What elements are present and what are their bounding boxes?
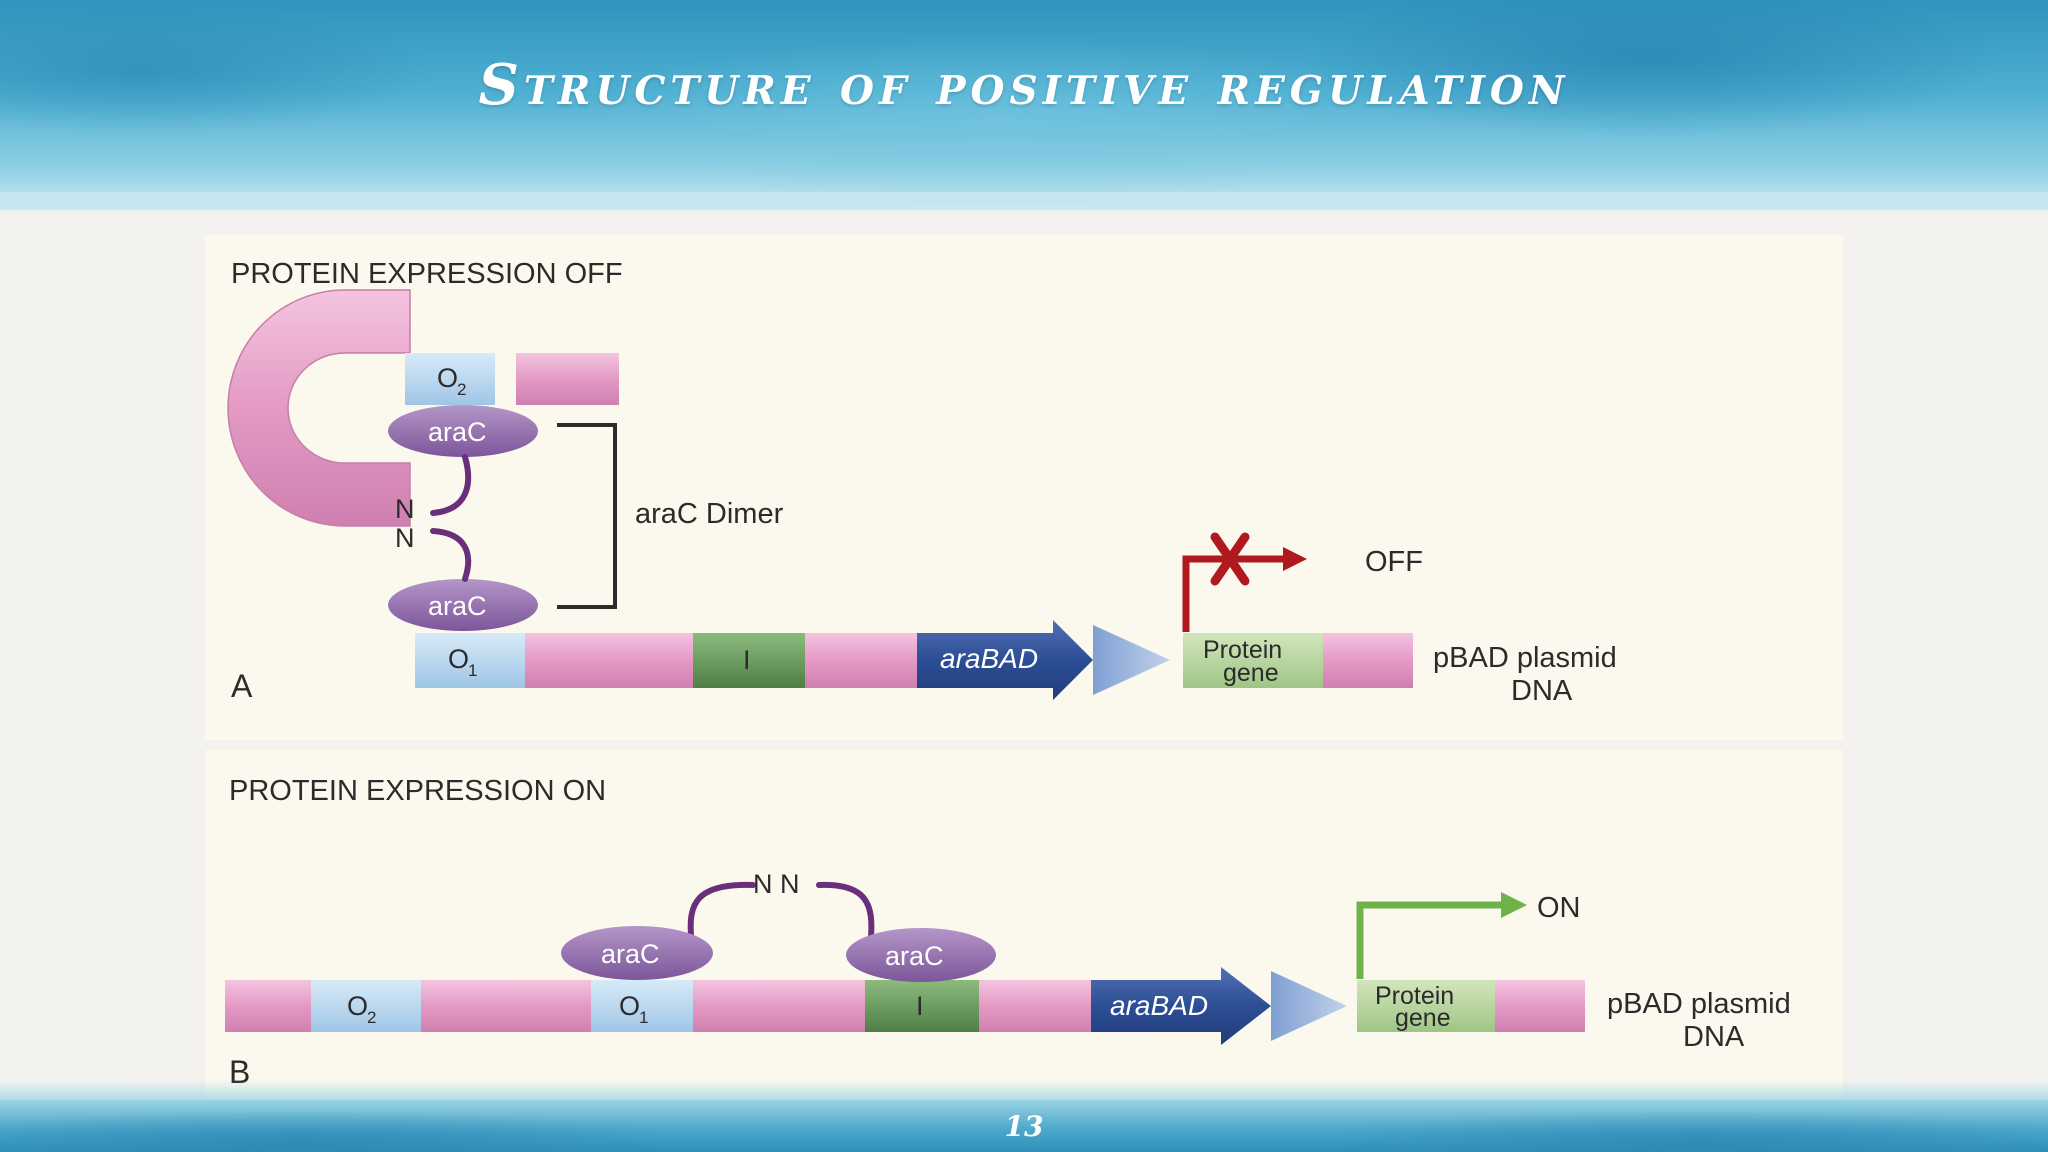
panel-b-background: [205, 750, 1843, 1100]
arabad-arrow-tip: [1271, 971, 1347, 1041]
plasmid-label-2: DNA: [1683, 1021, 1745, 1053]
operator-o2-label: O: [437, 363, 458, 393]
plasmid-label-1: pBAD plasmid: [1433, 642, 1617, 674]
footer-band: [0, 1100, 2048, 1152]
dna-segment: [805, 633, 917, 688]
dna-segment: [516, 353, 619, 405]
panel-a-heading: PROTEIN EXPRESSION OFF: [231, 258, 623, 290]
i-site-box: [865, 980, 979, 1032]
banner-edge: [0, 192, 2048, 216]
arac-bottom-label: araC: [428, 591, 487, 621]
nn-label: N N: [753, 869, 800, 899]
dimer-bracket: [557, 423, 617, 609]
linker-bottom: [430, 528, 472, 582]
arac-left: [561, 926, 713, 980]
operator-o2-sub: 2: [457, 380, 466, 399]
arabad-label: araBAD: [940, 643, 1038, 674]
regulation-figure: PROTEIN EXPRESSION OFF O 2 O 1 I araBAD …: [205, 235, 1843, 1105]
off-cross-icon: [1210, 532, 1250, 586]
linker-left: [687, 881, 756, 938]
n-terminal-bottom: N: [395, 523, 415, 553]
arac-top-label: araC: [428, 417, 487, 447]
dna-segment: [421, 980, 591, 1032]
arac-bottom: [388, 579, 538, 631]
arabad-arrow: [1091, 967, 1271, 1045]
i-site-box: [693, 633, 805, 688]
operator-o1-label: O: [448, 644, 469, 674]
title-banner: [0, 0, 2048, 210]
dna-segment: [525, 633, 693, 688]
arabad-label: araBAD: [1110, 990, 1208, 1021]
dna-segment: [1495, 980, 1585, 1032]
off-arrow-line: [1182, 555, 1287, 632]
dna-segment: [225, 980, 311, 1032]
protein-gene-label-1: Protein: [1203, 636, 1282, 664]
arac-right-label: araC: [885, 941, 944, 971]
arabad-arrow: [917, 620, 1093, 700]
operator-o2-label: O: [347, 991, 368, 1021]
on-arrow-line: [1356, 901, 1505, 979]
dimer-label: araC Dimer: [635, 498, 784, 530]
operator-o1-label: O: [619, 991, 640, 1021]
off-status-label: OFF: [1365, 546, 1423, 578]
operator-o1-sub: 1: [639, 1008, 648, 1027]
on-arrow-head: [1501, 892, 1527, 918]
linker-top: [430, 454, 472, 516]
figure-svg: PROTEIN EXPRESSION OFF O 2 O 1 I araBAD …: [205, 235, 1843, 1100]
off-arrow-head: [1283, 547, 1307, 571]
panel-b-heading: PROTEIN EXPRESSION ON: [229, 775, 606, 807]
page-number: 13: [1004, 1110, 1044, 1143]
dna-loop: [227, 289, 411, 527]
i-site-label: I: [743, 645, 751, 675]
dna-segment: [693, 980, 865, 1032]
n-terminal-top: N: [395, 494, 415, 524]
plasmid-label-2: DNA: [1511, 675, 1573, 707]
plasmid-label-1: pBAD plasmid: [1607, 988, 1791, 1020]
protein-gene-label-2: gene: [1223, 659, 1279, 687]
arabad-arrow-tip: [1093, 625, 1170, 695]
dna-segment: [979, 980, 1091, 1032]
protein-gene-box: [1183, 633, 1323, 688]
operator-o2-sub: 2: [367, 1008, 376, 1027]
arac-top: [388, 405, 538, 457]
protein-gene-box: [1357, 980, 1495, 1032]
on-status-label: ON: [1537, 892, 1581, 924]
i-site-label: I: [916, 991, 924, 1021]
operator-o1-box: [591, 980, 693, 1032]
protein-gene-label-1: Protein: [1375, 982, 1454, 1010]
operator-o1-sub: 1: [468, 661, 477, 680]
arac-right: [846, 928, 996, 982]
dna-segment: [1323, 633, 1413, 688]
linker-right: [816, 881, 875, 940]
operator-o1-box: [415, 633, 525, 688]
protein-gene-label-2: gene: [1395, 1004, 1451, 1032]
operator-o2-box: [405, 353, 495, 405]
panel-a-letter: A: [231, 668, 253, 704]
arac-left-label: araC: [601, 939, 660, 969]
slide-title: Structure of positive regulation: [478, 52, 1570, 118]
operator-o2-box: [311, 980, 421, 1032]
